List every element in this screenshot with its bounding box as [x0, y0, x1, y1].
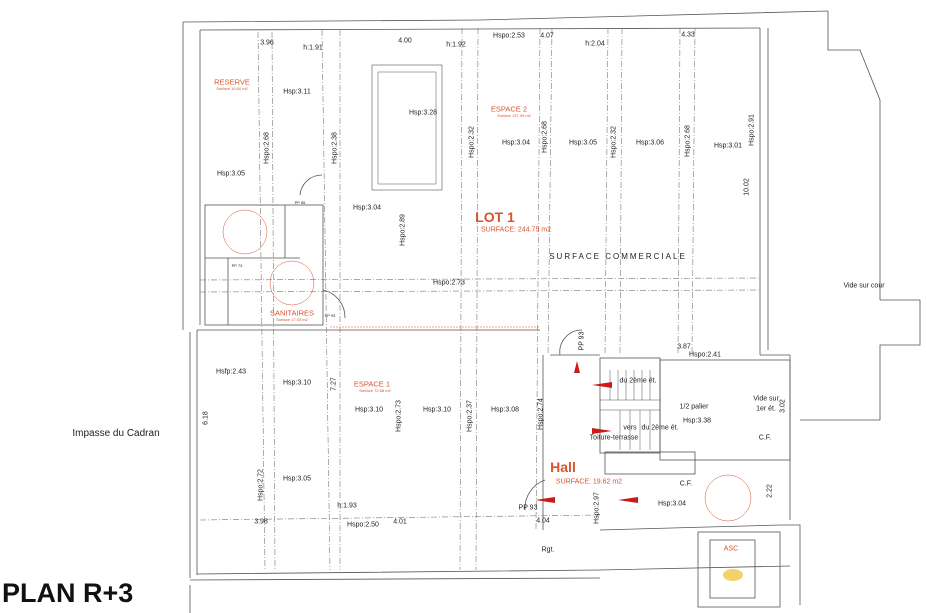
height-label: Hsp:3.06: [635, 139, 665, 147]
height-label: Hsp:3.10: [354, 406, 384, 414]
height-label: Hspo:2.74: [537, 398, 545, 430]
dim: 4.04: [536, 517, 550, 525]
height-label: Hspo:2.73: [395, 400, 403, 432]
arrow-icon: [618, 497, 638, 503]
height-label: Hsp:3.05: [216, 170, 246, 178]
void-label: 1er ét.: [756, 405, 776, 413]
door-label: PP 93: [324, 313, 336, 318]
accessibility-circles: [222, 209, 752, 522]
door-label: PP 93: [578, 331, 586, 351]
height-label: Hsp:3.01: [713, 142, 743, 150]
elevator-label: ASC: [723, 545, 739, 553]
stair-label: vers: [623, 424, 637, 432]
room-surface-hall: SURFACE: 19.62 m2: [555, 478, 623, 486]
dim: 4.07: [540, 32, 554, 40]
height-label: Hsp:3.08: [490, 406, 520, 414]
room-surface-espace1: Surface 72.68 m2: [359, 388, 391, 393]
height-label: Hspo:2.32: [468, 126, 476, 158]
height-label: Hsp:3.38: [682, 417, 712, 425]
door-label: PP 73: [231, 263, 243, 268]
room-surface-sanitaires: Surface 17.03 m2: [276, 317, 308, 322]
dim: Hspo:2.41: [689, 351, 721, 359]
arrows: [535, 361, 638, 503]
arrow-icon: [592, 382, 612, 388]
lot-name: LOT 1: [475, 209, 515, 225]
stair-label: Toiture-terrasse: [589, 434, 639, 442]
arrow-icon: [535, 497, 555, 503]
stair-label: du 2ème ét.: [641, 424, 679, 432]
void-label: Vide sur: [753, 395, 779, 403]
arrow-icon: [574, 361, 580, 373]
cf-label: C.F.: [679, 480, 693, 488]
courtyard-label: Vide sur cour: [843, 282, 885, 290]
height-label: Hsp:3.05: [282, 475, 312, 483]
rgt-label: Rgt.: [541, 546, 555, 554]
height-label: Hspo:2.68: [541, 121, 549, 153]
height-label: Hsp:3.28: [408, 109, 438, 117]
dim: 7.27: [330, 377, 338, 391]
height-label: Hspo:2.91: [748, 114, 756, 146]
room-name-reserve: RESERVE: [214, 77, 250, 87]
cf-label: C.F.: [758, 434, 772, 442]
lot-surface: SURFACE: 244.75 m2: [480, 226, 552, 234]
dim: 2.22: [766, 484, 774, 498]
height-label: Hsp:3.10: [282, 379, 312, 387]
street-label: Impasse du Cadran: [72, 428, 160, 439]
height-label: Hspo:2.89: [399, 214, 407, 246]
dim: 4.00: [398, 37, 412, 45]
height-label: Hsp:3.05: [568, 139, 598, 147]
room-name-sanitaires: SANITAIRES: [269, 308, 315, 318]
stair-label: 1/2 palier: [679, 403, 709, 411]
height-label: Hspo:2.73: [433, 279, 465, 287]
column-grid: [199, 27, 761, 571]
height-label: Hspo:2.72: [257, 469, 265, 501]
height-label: Hsp:3.04: [352, 204, 382, 212]
height-label: Hspo:2.32: [610, 126, 618, 158]
dim: h:2.04: [585, 40, 605, 48]
dim: Hspo:2.53: [493, 32, 525, 40]
dim: 6.18: [202, 411, 210, 425]
arrow-icon: [592, 428, 612, 434]
dim: h:1.92: [446, 41, 466, 49]
door-label: PP 85: [294, 200, 306, 205]
stair-label: du 2ème ét.: [619, 377, 657, 385]
dim: 3.87: [677, 343, 691, 351]
dim: 10.02: [743, 178, 751, 196]
height-label: Hsp:3.10: [422, 406, 452, 414]
room-name-espace1: ESPACE 1: [353, 379, 391, 389]
height-label: Hspo:2.37: [466, 400, 474, 432]
dim: 3.98: [254, 518, 268, 526]
height-label: Hsp:3.04: [657, 500, 687, 508]
plan-title: PLAN R+3: [2, 578, 134, 608]
height-label: Hspo:2.68: [263, 132, 271, 164]
room-surface-reserve: Surface 15.60 m2: [216, 86, 248, 91]
dim: h:1.91: [303, 44, 323, 52]
room-name-espace2: ESPACE 2: [490, 104, 528, 114]
height-label: Hspo:2.68: [684, 125, 692, 157]
walls: [182, 10, 921, 613]
height-label: Hsfp:2.43: [216, 368, 246, 376]
elevator-car-icon: [723, 569, 743, 581]
door-label: PP 93: [518, 504, 538, 512]
dim: 4.33: [681, 31, 695, 39]
dim: Hspo:2.50: [347, 521, 379, 529]
height-label: Hsp:3.04: [501, 139, 531, 147]
height-label: Hsp:3.11: [283, 88, 311, 96]
height-label: Hspo:2.38: [331, 132, 339, 164]
dim: 3.02: [779, 399, 787, 413]
room-surface-espace2: Surface 137.39 m2: [497, 113, 531, 118]
height-label: Hspo:2.97: [593, 492, 601, 524]
room-name-hall: Hall: [550, 459, 576, 475]
lot-use: SURFACE COMMERCIALE: [549, 252, 687, 261]
dim: 3.96: [260, 39, 274, 47]
dim: 4.01: [393, 518, 407, 526]
dim: h:1.93: [337, 502, 357, 510]
